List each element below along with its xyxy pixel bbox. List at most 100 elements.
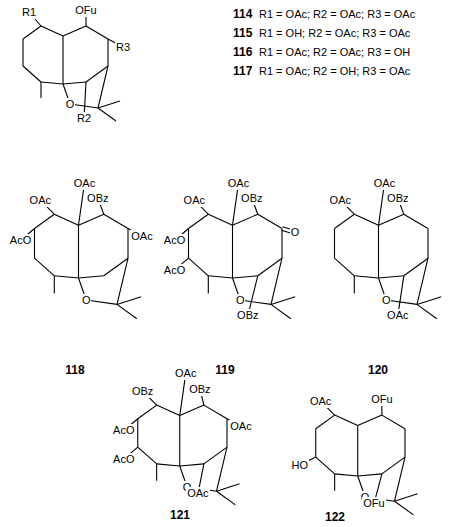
compound-number: 119 — [214, 363, 235, 377]
atom-label: OBz — [240, 192, 263, 205]
compound-number: 121 — [169, 508, 191, 522]
atom-label: OBz — [188, 383, 211, 396]
bond-line — [379, 276, 404, 278]
bond-line — [23, 26, 41, 39]
bond-line — [335, 258, 355, 276]
bond-line — [79, 214, 104, 225]
bond-line — [395, 494, 418, 501]
atom-label: OAc — [227, 177, 250, 190]
bond-line — [22, 39, 23, 66]
bond-line — [35, 214, 55, 228]
bond-line — [334, 229, 335, 259]
atom-label: OAc — [29, 194, 52, 207]
bond-line — [404, 214, 428, 228]
bond-line — [63, 82, 86, 84]
bond-line — [98, 66, 108, 108]
atom-label: O — [65, 98, 76, 111]
bond-line — [357, 426, 358, 476]
bond-line — [417, 304, 437, 318]
ring-skeleton — [23, 26, 441, 515]
bond-line — [86, 26, 108, 39]
atom-label: R1 — [21, 6, 37, 19]
atom-label: AcO — [9, 234, 32, 247]
bond-line — [217, 447, 228, 491]
atom-label: AcO — [163, 234, 186, 247]
bond-line — [98, 108, 116, 121]
bond-line — [335, 415, 358, 426]
compound-number: 114 — [232, 7, 253, 21]
bond-line — [316, 457, 335, 474]
bond-line — [358, 415, 382, 426]
bond-line — [395, 457, 406, 501]
atom-label: OAc — [73, 177, 96, 190]
atom-label: O — [81, 294, 92, 307]
bond-line — [189, 258, 209, 276]
atom-label: OFu — [362, 497, 385, 510]
atom-label: AcO — [112, 453, 135, 466]
bond-line — [232, 225, 233, 278]
bond-line — [62, 36, 63, 84]
substituent-key: R1 = OH; R2 = OAc; R3 = OAc — [258, 27, 411, 40]
bond-line — [104, 214, 128, 228]
atom-label: OBz — [386, 192, 409, 205]
bond-line — [127, 229, 128, 259]
atom-label: OAc — [183, 194, 206, 207]
bond-line — [358, 474, 382, 476]
bond-line — [78, 225, 79, 278]
bond-line — [335, 214, 355, 228]
atom-label: AcO — [163, 264, 186, 277]
bond-line — [315, 429, 316, 457]
bond-line — [157, 405, 180, 416]
bond-line — [189, 214, 209, 228]
bond-line — [137, 419, 138, 447]
bond-line — [41, 26, 63, 36]
bond-line — [354, 276, 355, 294]
substituent-key: R1 = OAc; R2 = OAc; R3 = OAc — [258, 8, 416, 21]
atom-label: OAc — [186, 487, 209, 500]
bond-line — [117, 297, 141, 305]
atom-label: OBz — [236, 309, 259, 322]
substituent-key: R1 = OAc; R2 = OH; R3 = OAc — [258, 65, 411, 78]
bond-line — [54, 276, 78, 278]
bond-line — [138, 447, 157, 464]
compound-number: 117 — [232, 64, 253, 78]
bond-line — [180, 464, 204, 466]
bond-line — [35, 258, 55, 276]
bond-line — [378, 225, 379, 278]
compound-number: 115 — [232, 26, 253, 40]
bond-line — [217, 491, 236, 505]
bond-line — [382, 415, 405, 429]
bond-line — [271, 297, 295, 305]
bond-line — [208, 214, 232, 225]
bond-line — [417, 258, 428, 304]
bond-line — [34, 229, 35, 259]
atom-label: OAc — [130, 230, 153, 243]
bond-line — [107, 39, 108, 66]
bond-line — [54, 214, 78, 225]
bond-line — [258, 214, 282, 228]
atom-label: OAc — [174, 367, 197, 380]
bond-line — [41, 82, 63, 84]
bond-line — [354, 276, 378, 278]
bond-line — [208, 276, 232, 278]
atom-label: OBz — [131, 385, 154, 398]
bond-line — [354, 214, 378, 225]
bond-line — [157, 464, 180, 466]
bond-line — [233, 214, 258, 225]
atom-label: AcO — [112, 424, 135, 437]
bond-line — [138, 405, 157, 419]
bond-line — [54, 276, 55, 294]
bond-line — [63, 26, 86, 36]
bond-line — [226, 419, 227, 447]
atom-label: OAc — [329, 194, 352, 207]
bond-line — [117, 304, 137, 318]
atom-label: OAc — [309, 395, 332, 408]
compound-number: 116 — [232, 45, 253, 59]
bond-line — [117, 258, 128, 304]
bond-line — [233, 276, 258, 278]
bond-line — [427, 229, 428, 259]
bond-line — [281, 229, 282, 259]
atom-label: OBz — [86, 192, 109, 205]
bond-line — [179, 416, 180, 466]
